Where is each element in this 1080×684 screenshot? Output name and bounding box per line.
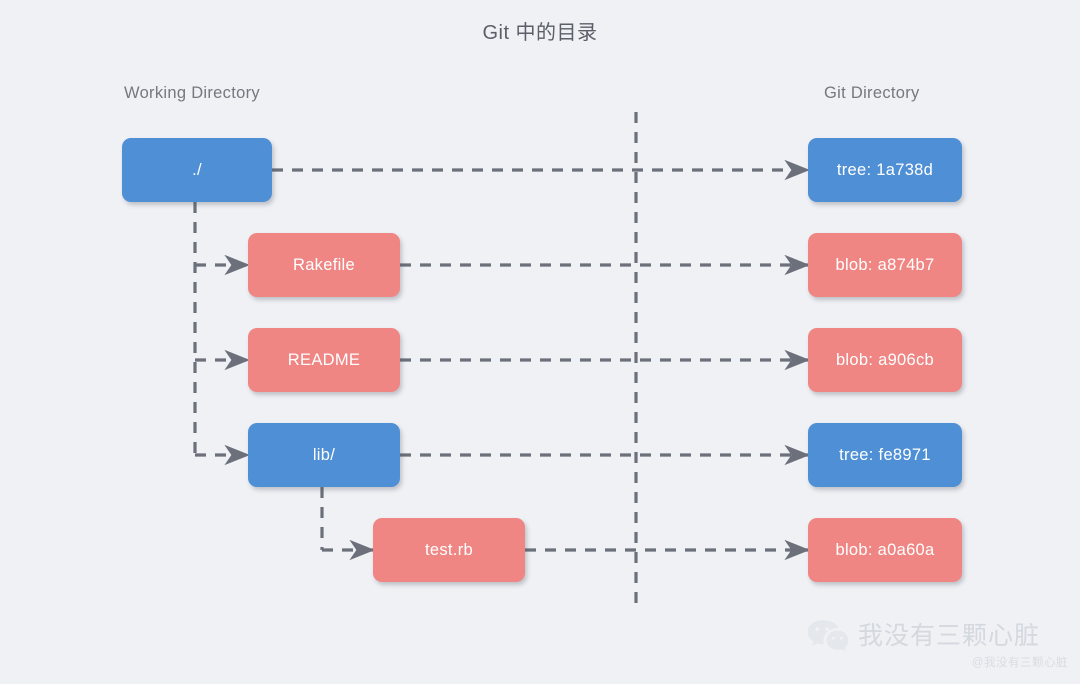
node-git-blob-a906cb[interactable]: blob: a906cb xyxy=(808,328,962,392)
page-title: Git 中的目录 xyxy=(482,22,598,44)
node-working-readme[interactable]: README xyxy=(248,328,400,392)
node-git-blob-a0a60a[interactable]: blob: a0a60a xyxy=(808,518,962,582)
column-heading-git-directory: Git Directory xyxy=(824,84,920,102)
watermark-account-name: 我没有三颗心脏 xyxy=(858,622,1041,650)
node-working-lib[interactable]: lib/ xyxy=(248,423,400,487)
node-working-root[interactable]: ./ xyxy=(122,138,272,202)
node-git-blob-a874b7[interactable]: blob: a874b7 xyxy=(808,233,962,297)
column-heading-working-directory: Working Directory xyxy=(124,84,260,102)
node-working-rakefile[interactable]: Rakefile xyxy=(248,233,400,297)
watermark-handle: @我没有三颗心脏 xyxy=(971,657,1068,669)
node-git-tree-fe8971[interactable]: tree: fe8971 xyxy=(808,423,962,487)
node-working-testrb[interactable]: test.rb xyxy=(373,518,525,582)
node-git-tree-1a738d[interactable]: tree: 1a738d xyxy=(808,138,962,202)
watermark: 我没有三颗心脏 @我没有三颗心脏 xyxy=(806,612,1072,678)
wechat-icon xyxy=(807,620,849,652)
